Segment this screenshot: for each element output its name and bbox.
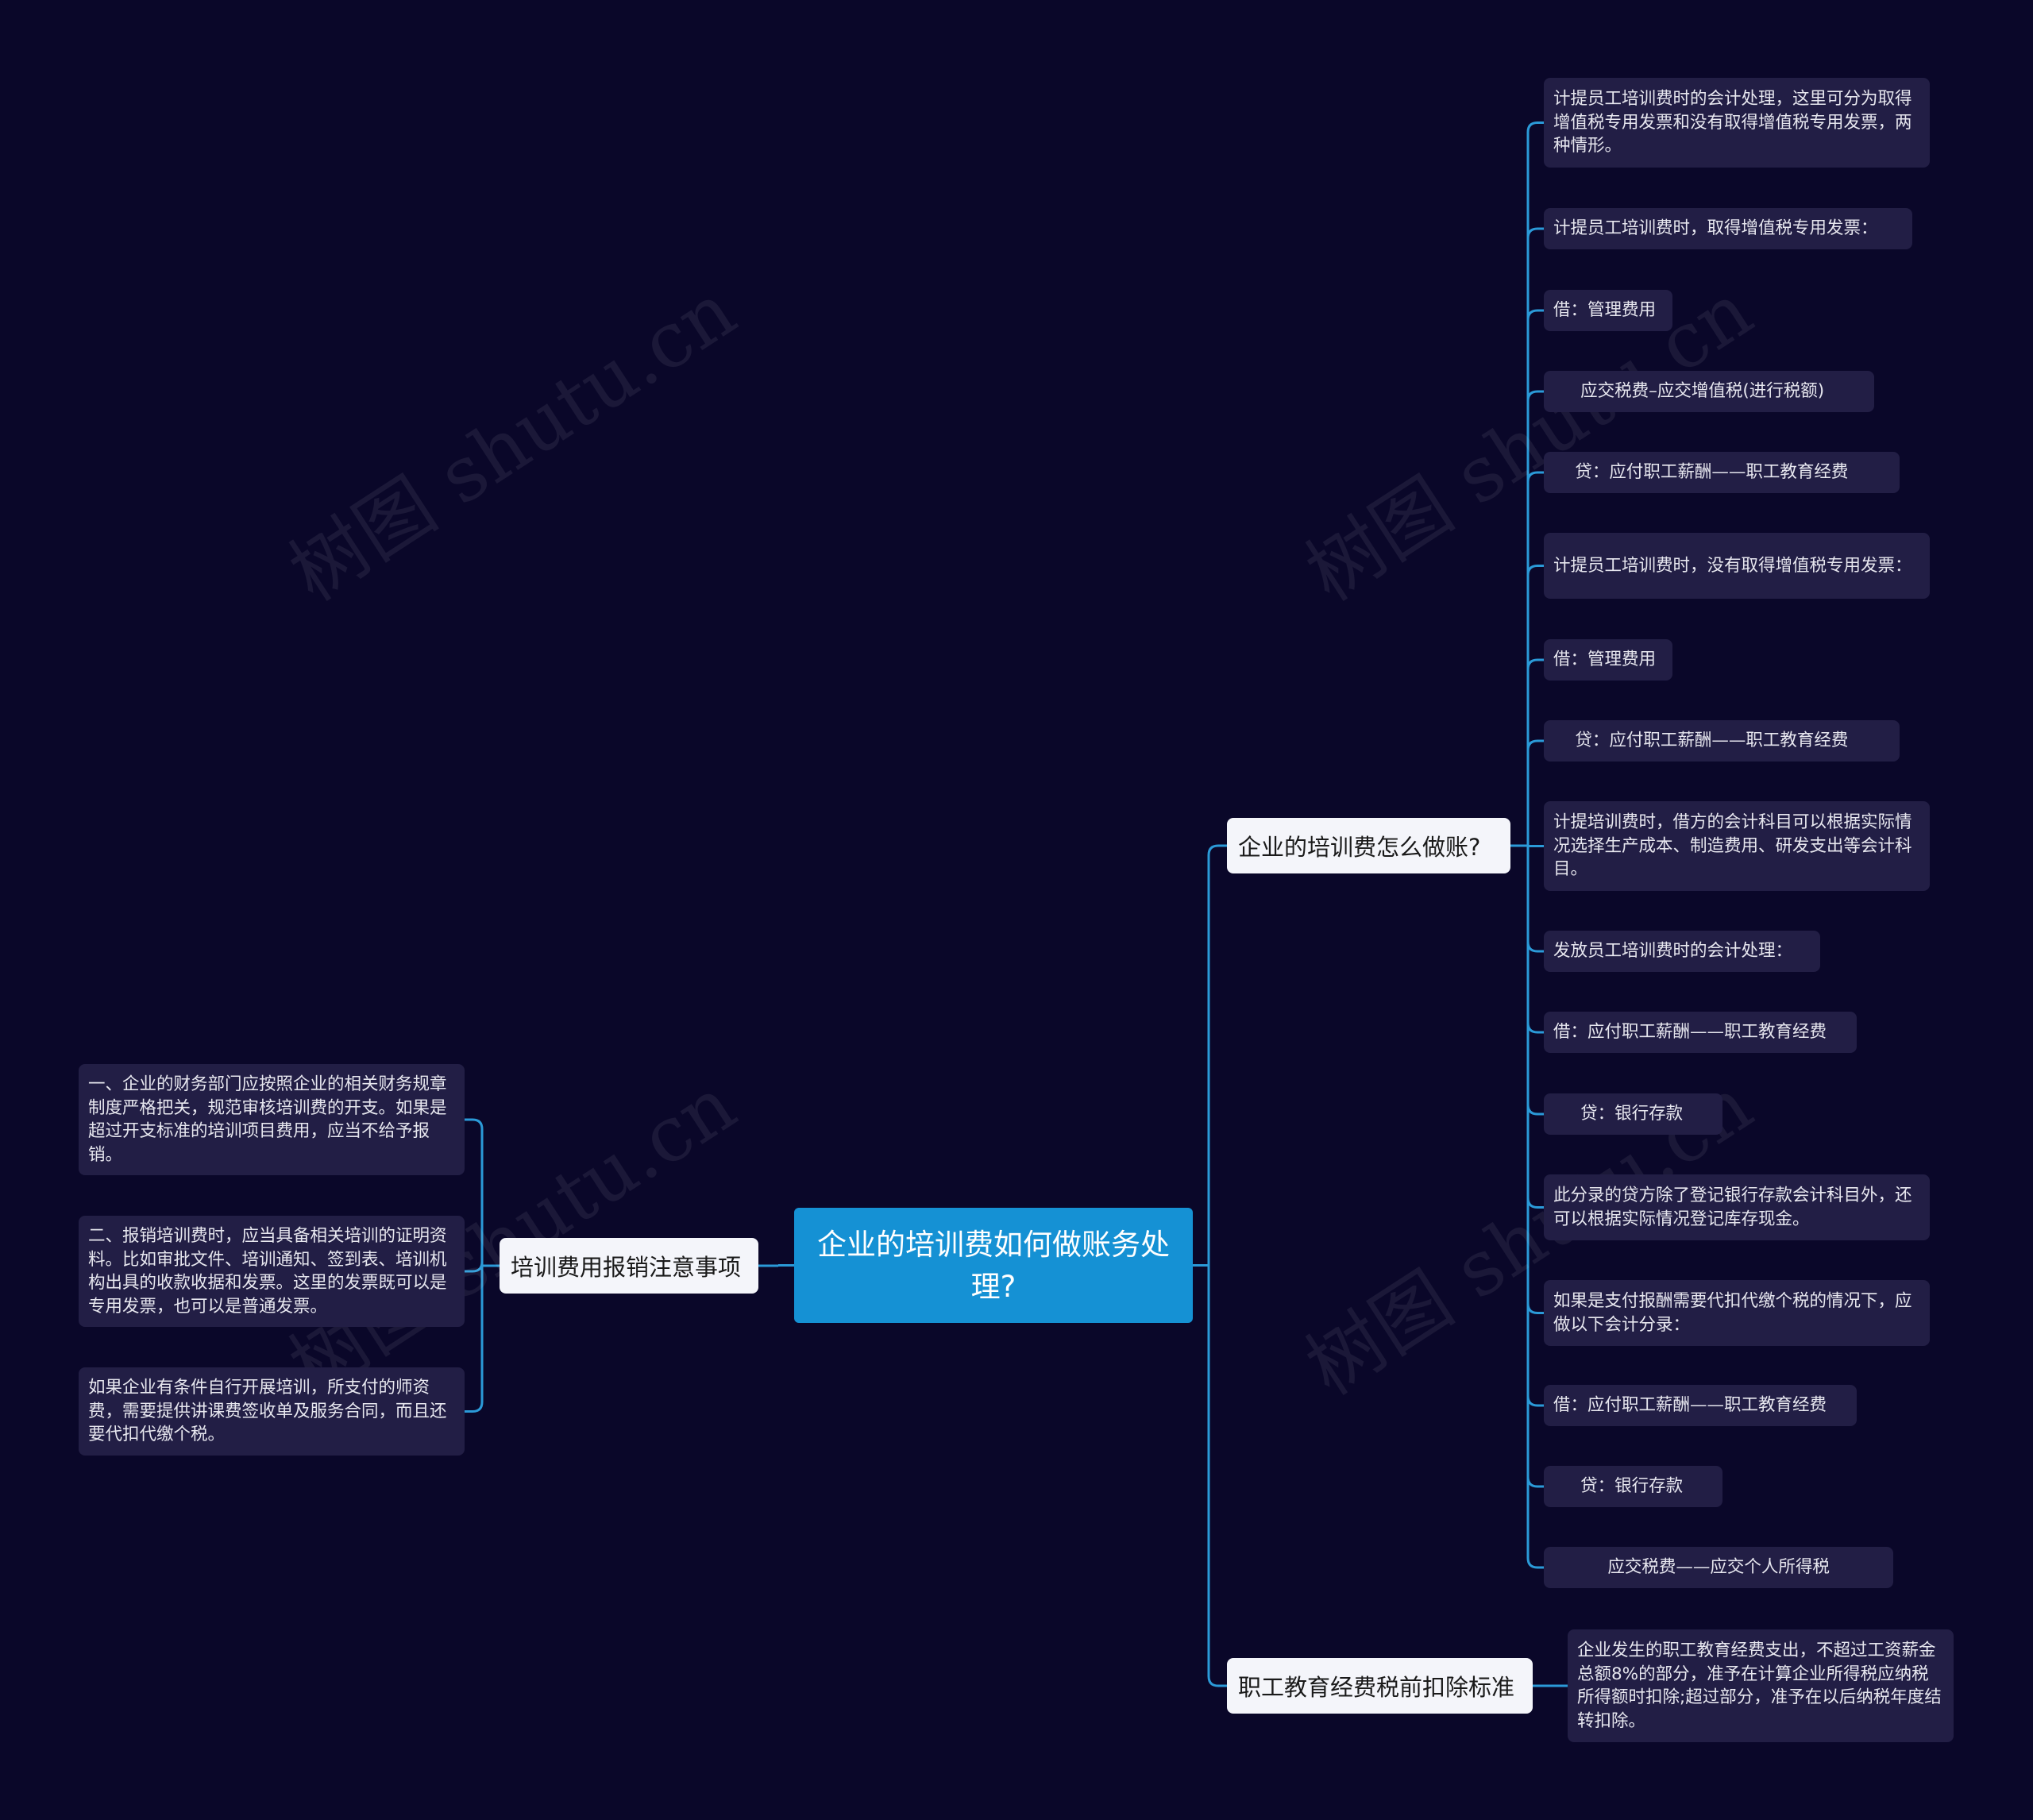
reimbursement-leaf[interactable]: 二、报销培训费时，应当具备相关培训的证明资料。比如审批文件、培训通知、签到表、培… (79, 1216, 465, 1327)
accounting-link (1526, 846, 1544, 1488)
leaf-text: 此分录的贷方除了登记银行存款会计科目外，还可以根据实际情况登记库存现金。 (1553, 1186, 1912, 1229)
reimbursement-leaf[interactable]: 一、企业的财务部门应按照企业的相关财务规章制度严格把关，规范审核培训费的开支。如… (79, 1064, 465, 1175)
accounting-leaf[interactable]: 借：应付职工薪酬——职工教育经费 (1544, 1385, 1857, 1426)
branch-accounting-label: 企业的培训费怎么做账? (1238, 834, 1481, 861)
leaf-text: 如果是支付报酬需要代扣代缴个税的情况下，应做以下会计分录： (1553, 1291, 1912, 1335)
root-right-link (1207, 844, 1227, 1266)
branch-deduction-label: 职工教育经费税前扣除标准 (1238, 1674, 1515, 1701)
reimbursement-link (465, 1118, 484, 1266)
accounting-link (1526, 471, 1544, 846)
leaf-text: 如果企业有条件自行开展培训，所支付的师资费，需要提供讲课费签收单及服务合同，而且… (88, 1378, 447, 1445)
leaf-text: 一、企业的财务部门应按照企业的相关财务规章制度严格把关，规范审核培训费的开支。如… (88, 1074, 447, 1165)
reimbursement-leaf[interactable]: 如果企业有条件自行开展培训，所支付的师资费，需要提供讲课费签收单及服务合同，而且… (79, 1367, 465, 1456)
leaf-text: 借：管理费用 (1553, 650, 1657, 670)
accounting-link (1526, 227, 1544, 846)
reimbursement-link (465, 1261, 484, 1273)
branch-accounting[interactable]: 企业的培训费怎么做账? (1227, 818, 1510, 873)
accounting-leaf[interactable]: 计提员工培训费时的会计处理，这里可分为取得增值税专用发票和没有取得增值税专用发票… (1544, 78, 1930, 168)
accounting-link (1526, 846, 1544, 1034)
leaf-text: 计提员工培训费时的会计处理，这里可分为取得增值税专用发票和没有取得增值税专用发票… (1553, 89, 1912, 156)
accounting-link (1526, 846, 1544, 1116)
accounting-link (1526, 121, 1544, 846)
root-topic-label: 企业的培训费如何做账务处理? (817, 1227, 1170, 1304)
root-right-link (1207, 1265, 1227, 1687)
accounting-leaf[interactable]: 应交税费–应交增值税(进行税额) (1544, 371, 1874, 412)
accounting-leaf[interactable]: 此分录的贷方除了登记银行存款会计科目外，还可以根据实际情况登记库存现金。 (1544, 1174, 1930, 1240)
leaf-text: 应交税费——应交个人所得税 (1553, 1557, 1830, 1578)
leaf-text: 借：管理费用 (1553, 300, 1657, 321)
leaf-text: 贷：银行存款 (1553, 1104, 1684, 1124)
leaf-text: 发放员工培训费时的会计处理： (1553, 941, 1793, 962)
accounting-link (1526, 846, 1544, 1314)
accounting-leaf[interactable]: 如果是支付报酬需要代扣代缴个税的情况下，应做以下会计分录： (1544, 1280, 1930, 1346)
accounting-leaf[interactable]: 贷：应付职工薪酬——职工教育经费 (1544, 452, 1900, 493)
leaf-text: 计提员工培训费时，取得增值税专用发票： (1553, 218, 1878, 239)
accounting-link (1526, 658, 1544, 846)
accounting-leaf[interactable]: 应交税费——应交个人所得税 (1544, 1547, 1893, 1588)
leaf-text: 贷：应付职工薪酬——职工教育经费 (1553, 462, 1849, 483)
accounting-leaf[interactable]: 发放员工培训费时的会计处理： (1544, 931, 1820, 972)
branch-deduction[interactable]: 职工教育经费税前扣除标准 (1227, 1658, 1533, 1714)
leaf-text: 二、报销培训费时，应当具备相关培训的证明资料。比如审批文件、培训通知、签到表、培… (88, 1226, 447, 1317)
accounting-link (1526, 739, 1544, 846)
accounting-leaf[interactable]: 贷：银行存款 (1544, 1093, 1722, 1135)
accounting-link (1526, 846, 1544, 953)
accounting-link (1526, 846, 1544, 1569)
reimbursement-link (465, 1266, 484, 1413)
accounting-leaf[interactable]: 计提员工培训费时，取得增值税专用发票： (1544, 208, 1912, 249)
accounting-leaf[interactable]: 借：应付职工薪酬——职工教育经费 (1544, 1012, 1857, 1053)
accounting-leaf[interactable]: 计提员工培训费时，没有取得增值税专用发票： (1544, 533, 1930, 599)
accounting-leaf[interactable]: 借：管理费用 (1544, 639, 1672, 681)
leaf-text: 计提培训费时，借方的会计科目可以根据实际情况选择生产成本、制造费用、研发支出等会… (1553, 812, 1912, 880)
leaf-text: 应交税费–应交增值税(进行税额) (1553, 381, 1825, 402)
leaf-text: 计提员工培训费时，没有取得增值税专用发票： (1553, 555, 1912, 576)
leaf-text: 企业发生的职工教育经费支出，不超过工资薪金总额8%的部分，准予在计算企业所得税应… (1577, 1641, 1942, 1731)
accounting-link (1526, 565, 1544, 846)
accounting-leaf[interactable]: 计提培训费时，借方的会计科目可以根据实际情况选择生产成本、制造费用、研发支出等会… (1544, 801, 1930, 891)
deduction-leaf[interactable]: 企业发生的职工教育经费支出，不超过工资薪金总额8%的部分，准予在计算企业所得税应… (1568, 1629, 1954, 1742)
accounting-link (1526, 846, 1544, 1407)
leaf-text: 借：应付职工薪酬——职工教育经费 (1553, 1395, 1827, 1416)
accounting-link (1526, 390, 1544, 846)
leaf-text: 借：应付职工薪酬——职工教育经费 (1553, 1022, 1827, 1043)
accounting-leaf[interactable]: 借：管理费用 (1544, 290, 1672, 331)
branch-reimbursement[interactable]: 培训费用报销注意事项 (500, 1238, 758, 1294)
accounting-leaf[interactable]: 贷：应付职工薪酬——职工教育经费 (1544, 720, 1900, 762)
leaf-text: 贷：应付职工薪酬——职工教育经费 (1553, 731, 1849, 751)
accounting-link (1526, 846, 1544, 1209)
branch-reimbursement-label: 培训费用报销注意事项 (511, 1254, 742, 1281)
accounting-leaf[interactable]: 贷：银行存款 (1544, 1466, 1722, 1507)
leaf-text: 贷：银行存款 (1553, 1476, 1684, 1497)
accounting-link (1526, 309, 1544, 846)
root-topic[interactable]: 企业的培训费如何做账务处理? (794, 1208, 1193, 1323)
